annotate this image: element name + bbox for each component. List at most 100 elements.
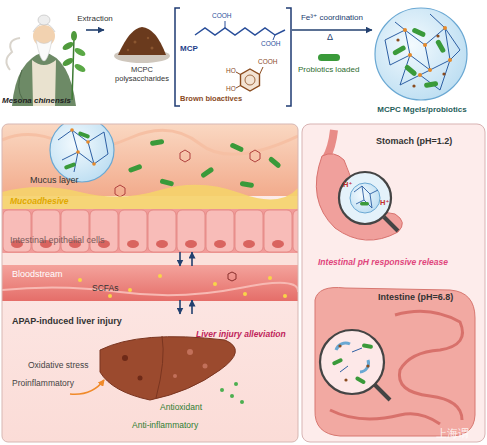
microgel: [58, 130, 108, 172]
magnifier: [360, 202, 369, 206]
microgel: [442, 72, 445, 75]
epithelial-cells: [148, 210, 176, 252]
node-text: Brown bioactives: [180, 95, 242, 104]
stress-arrow: [70, 380, 104, 394]
intestine-section: [2, 124, 298, 442]
property-label: Mucoadhesive: [10, 197, 69, 206]
epithelium-band: Intestinal epithelial cells: [2, 208, 298, 252]
microgel: [392, 45, 407, 56]
structure-bracket: [260, 67, 264, 75]
intestine-section: [2, 124, 298, 196]
bioactive-molecule: [180, 150, 190, 162]
flow-arrow: [191, 300, 193, 314]
powder-dish: [118, 27, 166, 55]
magnifier: [336, 343, 350, 350]
epithelial-cells: [214, 240, 226, 248]
node-text: Intestinal epithelial cells: [10, 235, 105, 245]
microgel-node: MCPC Mgels/probiotics: [372, 4, 472, 120]
microgel: [412, 84, 415, 87]
probiotic-rod: [318, 54, 340, 61]
microgel: [448, 58, 452, 62]
magnifier: [375, 385, 390, 400]
microgel: [76, 150, 80, 154]
bloodstream-band: [2, 265, 298, 301]
magnifier: [355, 376, 367, 385]
proton-label: H⁺: [343, 181, 352, 189]
epithelial-cells: [177, 210, 205, 252]
bloodstream-band: [2, 283, 298, 295]
magnifier: [339, 172, 391, 224]
microgel: [423, 43, 427, 47]
epithelial-cells: [293, 210, 298, 252]
probiotic-rod: [240, 181, 255, 188]
probiotic-rod: [229, 142, 244, 152]
epithelial-cells: [156, 240, 168, 248]
liver: [156, 336, 163, 398]
metabolite-label: SCFAs: [92, 284, 118, 293]
structure-group: MCPBrown bioactives: [174, 6, 292, 108]
epithelial-cells: [2, 209, 298, 253]
effect-label: Proinflammatory: [12, 379, 74, 388]
antioxidant-dots: [240, 400, 244, 404]
antioxidant-dots: [220, 388, 224, 392]
powder-dish: [147, 37, 149, 39]
top-band: [0, 0, 487, 122]
structure-bracket: [236, 86, 241, 89]
epithelial-cells: [185, 240, 197, 248]
intestine: [315, 288, 475, 437]
powder-dish: [151, 47, 154, 50]
magnifier: [366, 364, 369, 367]
liver: [100, 337, 235, 400]
structure-bracket: [225, 21, 226, 28]
liver: [100, 336, 235, 400]
liver: [173, 374, 177, 378]
microgel: [435, 39, 446, 54]
bioactive-molecule: [115, 185, 125, 197]
microgel: [404, 64, 418, 77]
antioxidant-dots: [234, 382, 238, 386]
effect-label: Antioxidant: [160, 403, 202, 412]
mucus-band: [2, 185, 298, 209]
plant-source: Mesona chinensis: [0, 0, 86, 108]
powder-node: MCPC polysaccharides: [104, 22, 180, 84]
bloodstream-band: [78, 278, 82, 282]
epithelial-cells: [272, 240, 284, 248]
watermark: 上海谓: [436, 427, 469, 439]
microgel: [396, 38, 399, 41]
microgel: [70, 128, 74, 132]
microgel: [375, 8, 467, 100]
magnifier: [384, 217, 398, 231]
sage-figure: [73, 62, 86, 73]
epithelial-cells: [206, 210, 234, 252]
epithelial-cells: [119, 210, 147, 252]
powder-dish: [127, 49, 129, 51]
chemical-group: COOH: [261, 40, 281, 47]
tissue-gap: [2, 253, 298, 265]
microgel: [50, 124, 114, 182]
chemical-group: HO: [226, 85, 236, 92]
structure-bracket: [273, 35, 275, 40]
magnifier: [338, 344, 341, 347]
proton-label: H⁺: [380, 199, 389, 207]
outcome-label: Liver injury alleviation: [196, 330, 286, 339]
flow-arrow: [292, 29, 372, 31]
epithelial-cells: [2, 209, 298, 253]
probiotic-rod: [268, 156, 282, 169]
microgel: [385, 14, 460, 90]
structure-bracket: [245, 75, 255, 85]
probiotic-rod: [159, 178, 174, 186]
microgel: [92, 162, 96, 166]
antioxidant-dots: [220, 382, 244, 404]
step-label: Probiotics loaded: [298, 66, 359, 75]
microgel: [411, 27, 426, 37]
panel-border: [2, 124, 298, 442]
flow-arrow: [179, 300, 181, 314]
liver: [138, 376, 143, 381]
bloodstream-band: [268, 276, 272, 280]
probiotic-rod: [128, 164, 143, 173]
heat-symbol: Δ: [327, 33, 333, 43]
edge-label: Fe³⁺ coordination: [301, 14, 363, 23]
chemical-group: HO: [226, 67, 236, 74]
bloodstream-band: Bloodstream: [2, 266, 298, 300]
